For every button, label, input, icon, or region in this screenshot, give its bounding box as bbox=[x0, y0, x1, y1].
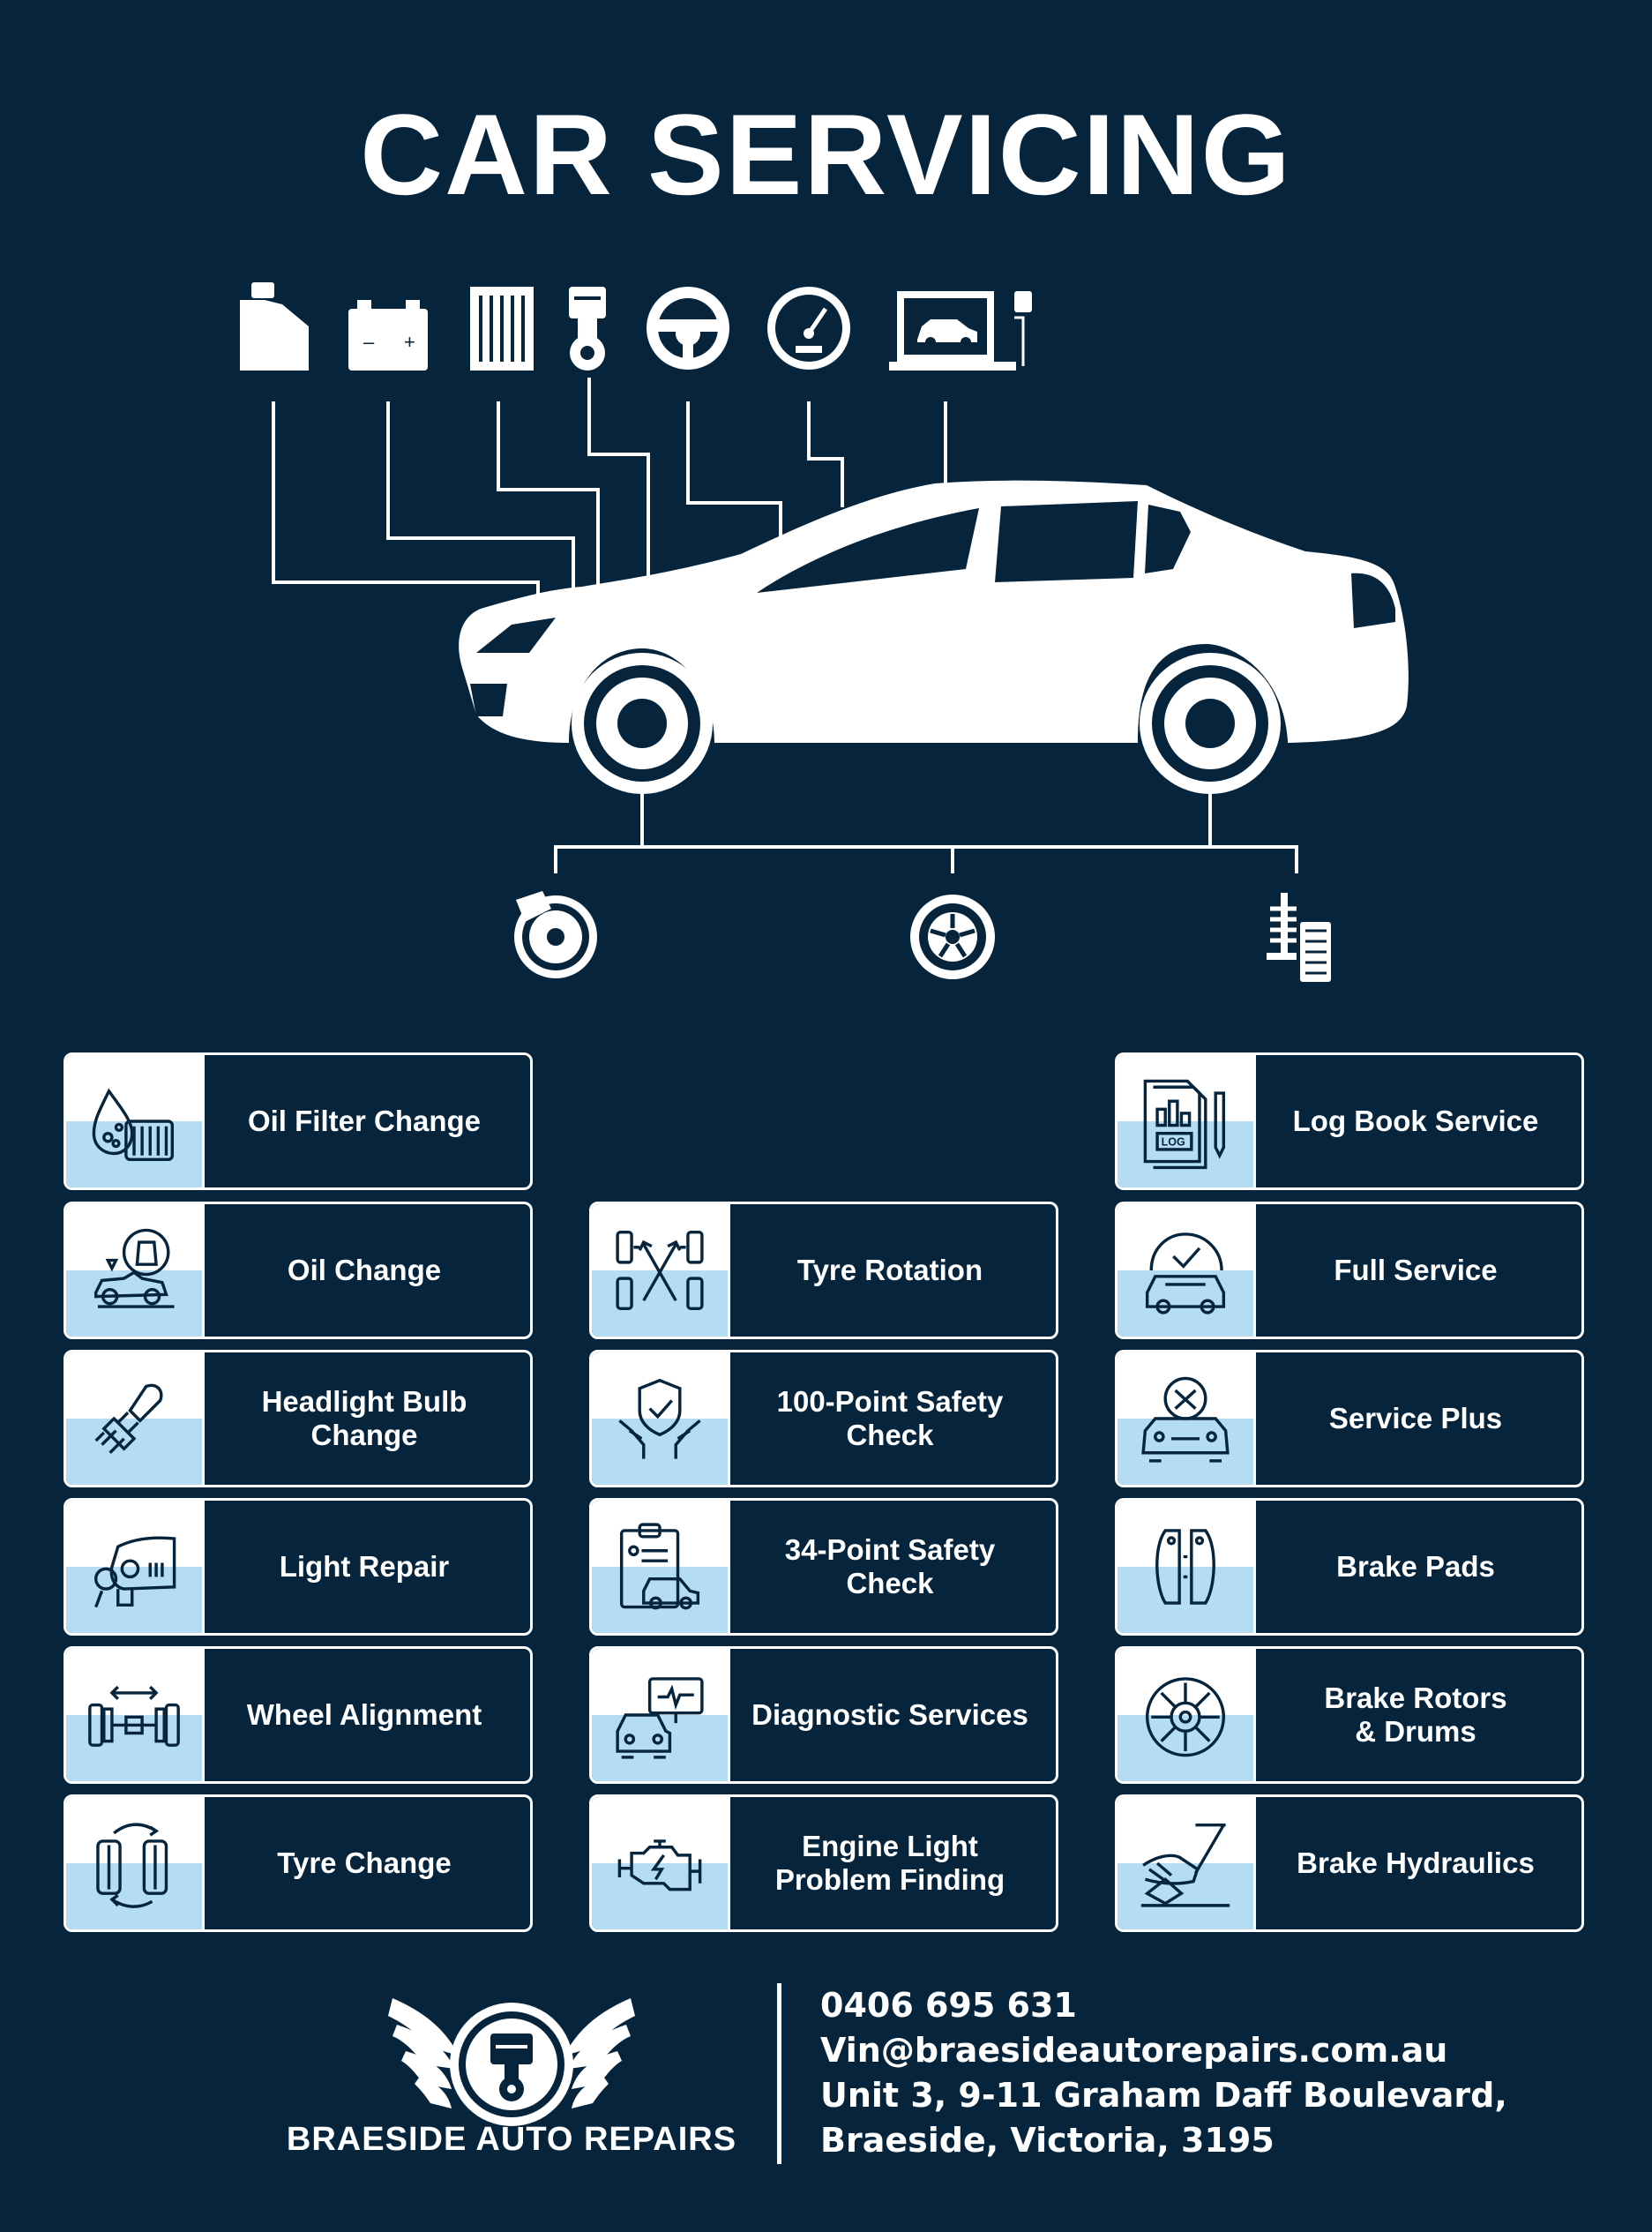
service-card-oil-filter-change[interactable]: Oil Filter Change bbox=[64, 1052, 533, 1190]
service-label: 100-Point Safety Check bbox=[776, 1385, 1004, 1451]
service-card-headlight-bulb-change[interactable]: Headlight Bulb Change bbox=[64, 1350, 533, 1487]
brand-logo bbox=[388, 1998, 635, 2126]
service-card-light-repair[interactable]: Light Repair bbox=[64, 1498, 533, 1636]
service-card-engine-light-problem-finding[interactable]: Engine Light Problem Finding bbox=[589, 1794, 1058, 1932]
safety-shield-icon bbox=[592, 1352, 730, 1485]
service-card-brake-pads[interactable]: Brake Pads bbox=[1115, 1498, 1584, 1636]
footer-divider bbox=[777, 1983, 781, 2164]
brake-disc-icon bbox=[514, 891, 597, 978]
address-line-1: Unit 3, 9-11 Graham Daff Boulevard, bbox=[820, 2076, 1507, 2115]
service-card-tyre-change[interactable]: Tyre Change bbox=[64, 1794, 533, 1932]
wheel-icon bbox=[910, 895, 995, 979]
brake-pedal-icon bbox=[1118, 1797, 1256, 1929]
service-card-100-point-safety-check[interactable]: 100-Point Safety Check bbox=[589, 1350, 1058, 1487]
service-card-full-service[interactable]: Full Service bbox=[1115, 1202, 1584, 1339]
service-label: Oil Change bbox=[287, 1254, 442, 1286]
front-wheel bbox=[572, 653, 713, 794]
air-filter-icon bbox=[470, 287, 534, 371]
address-line-2: Braeside, Victoria, 3195 bbox=[820, 2121, 1275, 2160]
service-plus-icon bbox=[1118, 1352, 1256, 1485]
tyre-change-icon bbox=[66, 1797, 205, 1929]
connector-line bbox=[686, 401, 782, 543]
service-card-34-point-safety-check[interactable]: 34-Point Safety Check bbox=[589, 1498, 1058, 1636]
brake-pads-icon bbox=[1118, 1501, 1256, 1633]
brand-name: BRAESIDE AUTO REPAIRS bbox=[286, 2121, 737, 2158]
service-label: Brake Pads bbox=[1336, 1550, 1495, 1583]
diagnostic-monitor-icon bbox=[592, 1649, 730, 1781]
steering-wheel-icon bbox=[647, 287, 729, 370]
service-label: Full Service bbox=[1334, 1254, 1498, 1286]
connector-line bbox=[807, 401, 844, 507]
service-label: Brake Rotors & Drums bbox=[1324, 1681, 1507, 1748]
email-link[interactable]: Vin@braesideautorepairs.com.au bbox=[820, 2031, 1448, 2070]
log-book-icon: LOG bbox=[1118, 1055, 1256, 1187]
laptop-diagnostic-icon bbox=[889, 291, 1032, 371]
service-label: Headlight Bulb Change bbox=[261, 1385, 467, 1451]
service-label: Diagnostic Services bbox=[751, 1698, 1028, 1731]
connector-line bbox=[497, 401, 600, 591]
service-card-tyre-rotation[interactable]: Tyre Rotation bbox=[589, 1202, 1058, 1339]
connector-line bbox=[587, 378, 650, 587]
checklist-car-icon bbox=[592, 1501, 730, 1633]
oil-filter-icon bbox=[66, 1055, 205, 1187]
battery-icon: – + bbox=[348, 300, 428, 371]
connector-line bbox=[386, 401, 575, 600]
brake-rotor-icon bbox=[1118, 1649, 1256, 1781]
service-card-oil-change[interactable]: Oil Change bbox=[64, 1202, 533, 1339]
service-label: Log Book Service bbox=[1292, 1105, 1539, 1137]
service-label: Wheel Alignment bbox=[246, 1698, 482, 1731]
service-label: 34-Point Safety Check bbox=[784, 1533, 996, 1599]
full-service-icon bbox=[1118, 1204, 1256, 1337]
oil-bottle-icon bbox=[240, 282, 309, 371]
service-label: Tyre Change bbox=[277, 1846, 452, 1879]
svg-text:LOG: LOG bbox=[1162, 1135, 1185, 1148]
phone-number[interactable]: 0406 695 631 bbox=[820, 1986, 1077, 2025]
rear-wheel bbox=[1140, 653, 1281, 794]
car-diagram: – + bbox=[240, 282, 1409, 982]
piston-icon bbox=[569, 287, 606, 371]
service-label: Tyre Rotation bbox=[796, 1254, 983, 1286]
page-title: CAR SERVICING bbox=[360, 90, 1292, 219]
service-card-brake-hydraulics[interactable]: Brake Hydraulics bbox=[1115, 1794, 1584, 1932]
svg-text:+: + bbox=[404, 331, 415, 353]
tyre-rotation-icon bbox=[592, 1204, 730, 1337]
oil-change-icon bbox=[66, 1204, 205, 1337]
light-repair-icon bbox=[66, 1501, 205, 1633]
service-label: Service Plus bbox=[1328, 1402, 1503, 1434]
service-card-diagnostic-services[interactable]: Diagnostic Services bbox=[589, 1646, 1058, 1784]
service-card-log-book-service[interactable]: LOG Log Book Service bbox=[1115, 1052, 1584, 1190]
service-label: Oil Filter Change bbox=[247, 1105, 482, 1137]
suspension-icon bbox=[1267, 893, 1331, 982]
wheel-alignment-icon bbox=[66, 1649, 205, 1781]
service-card-brake-rotors-drums[interactable]: Brake Rotors & Drums bbox=[1115, 1646, 1584, 1784]
service-label: Brake Hydraulics bbox=[1297, 1846, 1535, 1879]
headlight-bulb-icon bbox=[66, 1352, 205, 1485]
service-card-service-plus[interactable]: Service Plus bbox=[1115, 1350, 1584, 1487]
service-card-wheel-alignment[interactable]: Wheel Alignment bbox=[64, 1646, 533, 1784]
service-label: Light Repair bbox=[279, 1550, 450, 1583]
svg-text:–: – bbox=[363, 331, 375, 353]
speedometer-icon bbox=[767, 287, 850, 370]
engine-light-icon bbox=[592, 1797, 730, 1929]
service-label: Engine Light Problem Finding bbox=[774, 1830, 1005, 1896]
